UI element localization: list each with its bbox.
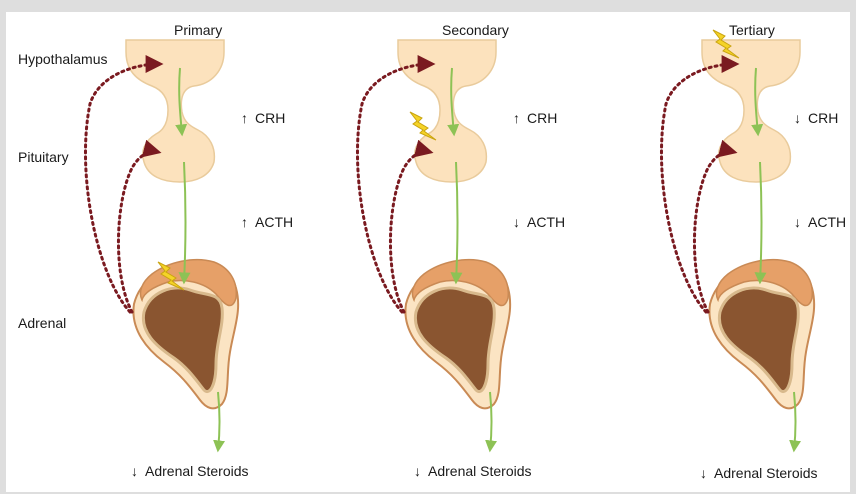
steroids-label: Adrenal Steroids [145, 463, 249, 479]
column-title-primary: Primary [174, 22, 222, 38]
secondary-anatomy [357, 40, 510, 450]
crh-arrow-icon: ↑ [513, 110, 520, 126]
column-primary: Primary ↑ CRH ↑ ACTH ↓ Adrenal Steroids [85, 22, 293, 479]
row-label-pituitary: Pituitary [18, 149, 69, 165]
column-tertiary: Tertiary ↓ CRH ↓ ACTH ↓ Adrenal Steroids [661, 22, 846, 481]
steroids-arrow-icon: ↓ [414, 463, 421, 479]
steroids-label: Adrenal Steroids [714, 465, 818, 481]
crh-label: CRH [527, 110, 557, 126]
acth-arrow-icon: ↓ [513, 214, 520, 230]
primary-anatomy [85, 40, 238, 450]
steroids-label: Adrenal Steroids [428, 463, 532, 479]
acth-label: ACTH [527, 214, 565, 230]
acth-arrow-icon: ↑ [241, 214, 248, 230]
crh-arrow-icon: ↑ [241, 110, 248, 126]
row-label-hypothalamus: Hypothalamus [18, 51, 108, 67]
acth-label: ACTH [808, 214, 846, 230]
steroids-arrow-icon: ↓ [700, 465, 707, 481]
acth-label: ACTH [255, 214, 293, 230]
acth-arrow-icon: ↓ [794, 214, 801, 230]
crh-label: CRH [808, 110, 838, 126]
column-title-tertiary: Tertiary [729, 22, 775, 38]
crh-arrow-icon: ↓ [794, 110, 801, 126]
column-secondary: Secondary ↑ CRH ↓ ACTH ↓ Adrenal Steroid… [357, 22, 565, 479]
hpa-axis-diagram: Hypothalamus Pituitary Adrenal Primary ↑… [6, 12, 850, 492]
crh-label: CRH [255, 110, 285, 126]
column-title-secondary: Secondary [442, 22, 509, 38]
steroids-arrow-icon: ↓ [131, 463, 138, 479]
row-label-adrenal: Adrenal [18, 315, 66, 331]
diagram-panel: Hypothalamus Pituitary Adrenal Primary ↑… [6, 12, 850, 492]
tertiary-anatomy [661, 40, 814, 450]
